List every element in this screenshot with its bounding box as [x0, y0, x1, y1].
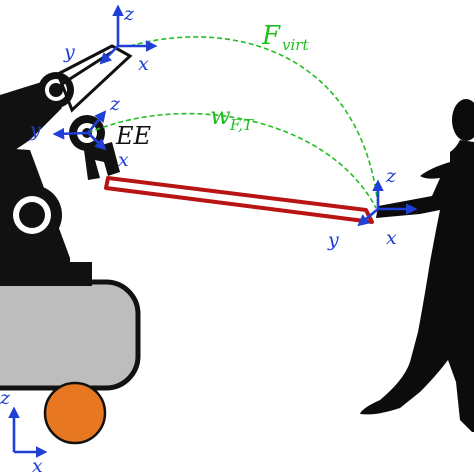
- top-frame-y-label: y: [63, 41, 75, 63]
- f-virt-main: F: [261, 21, 281, 51]
- base-frame-z-label: z: [0, 387, 11, 409]
- ee-frame-x-label: x: [118, 149, 129, 171]
- connecting-link: [104, 176, 374, 224]
- human-frame-z-label: z: [385, 165, 397, 187]
- ee-frame-z-label: z: [109, 93, 121, 115]
- robot-arm-icon: [0, 44, 133, 265]
- human-frame-y-label: y: [327, 229, 339, 251]
- ee-label: EE: [115, 122, 152, 150]
- top-frame-x-label: x: [138, 53, 149, 75]
- human-frame-axes: z x y: [327, 165, 418, 251]
- w-ft-main: w: [210, 102, 231, 130]
- base-frame-axes: z x: [0, 387, 48, 474]
- human-silhouette-icon: [360, 99, 474, 432]
- mobile-base: [0, 262, 141, 445]
- ee-frame-axes: z y x EE: [29, 93, 152, 171]
- w-ft-sub: F,T: [229, 116, 254, 134]
- f-virt-label: F virt: [261, 21, 309, 54]
- top-frame-z-label: z: [123, 3, 135, 25]
- w-ft-label: w F,T: [210, 102, 254, 134]
- ee-frame-y-label: y: [29, 119, 41, 141]
- f-virt-sub: virt: [282, 36, 309, 54]
- human-frame-x-label: x: [386, 227, 397, 249]
- virtual-wrench-curves: [87, 36, 379, 209]
- f-virt-curve: [129, 36, 379, 206]
- base-frame-x-label: x: [32, 455, 43, 474]
- top-frame-axes: z x y: [63, 3, 158, 75]
- platform-body: [0, 279, 141, 391]
- w-ft-curve: [87, 112, 377, 209]
- wheel-icon: [43, 381, 107, 445]
- platform-top: [0, 262, 92, 286]
